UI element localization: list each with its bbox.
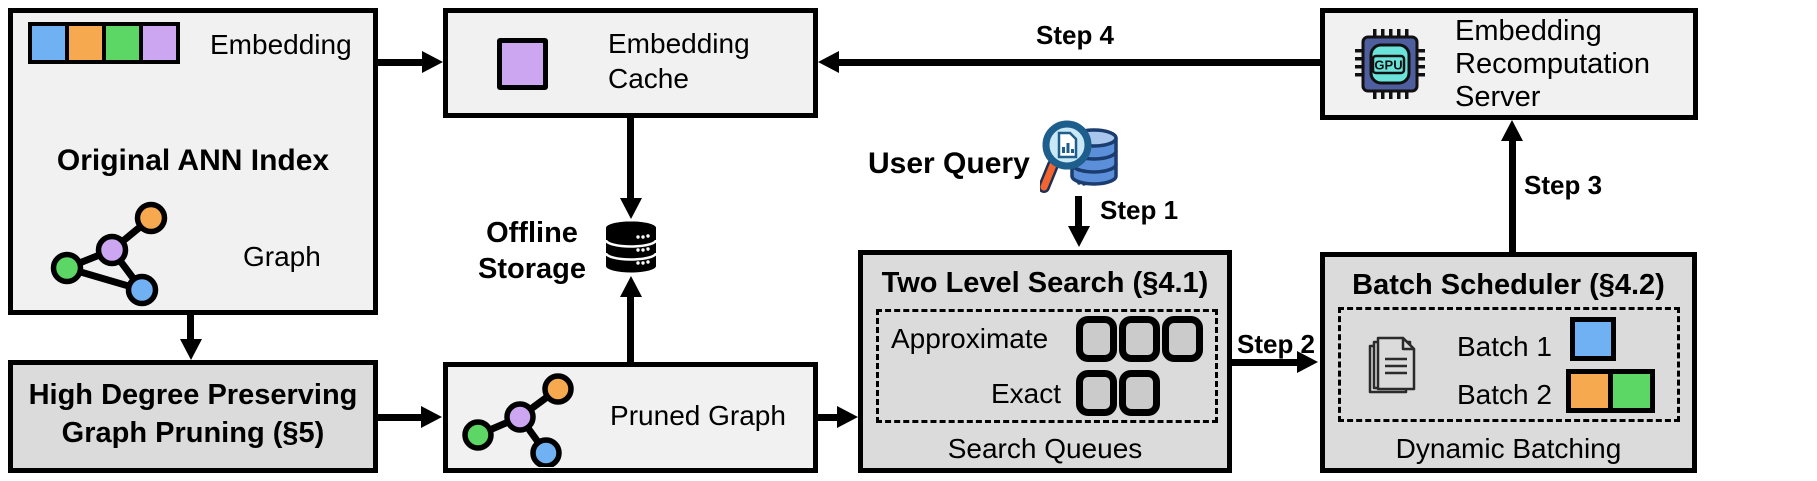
- dynamic-batching-panel: Batch 1 Batch 2: [1338, 307, 1680, 422]
- two-level-search-box: Two Level Search (§4.1) Approximate Exac…: [858, 250, 1232, 473]
- server-line1: Embedding: [1455, 15, 1602, 47]
- batch2-item-green: [1608, 369, 1655, 413]
- arrowhead-cache-to-storage: [620, 198, 642, 219]
- pruned-graph-icon: [462, 373, 574, 467]
- arrowhead-pruning-to-graph: [421, 406, 442, 428]
- original-ann-index-box: Embedding Original ANN Index Graph: [8, 8, 378, 315]
- embedding-vector-icon: [28, 22, 180, 64]
- server-line2: Recomputation: [1455, 48, 1651, 80]
- embedding-cache-line2: Cache: [608, 63, 689, 94]
- embedding-label: Embedding: [210, 29, 352, 60]
- database-icon: [604, 221, 658, 273]
- arrow-step3: [1509, 138, 1516, 252]
- step1-label: Step 1: [1100, 195, 1179, 225]
- queue-slot-icon: [1162, 316, 1203, 362]
- queue-slot-icon: [1076, 370, 1117, 416]
- arrowhead-index-to-pruning: [180, 339, 202, 360]
- ann-graph-icon: [50, 201, 168, 307]
- arrowhead-index-to-cache: [422, 51, 443, 73]
- exact-label: Exact: [991, 378, 1062, 409]
- batch2-item-orange: [1566, 369, 1613, 413]
- approximate-queues: [1076, 316, 1203, 362]
- recomputation-server-box: GPU Embedding Recomputation Server: [1320, 8, 1698, 120]
- approximate-label: Approximate: [891, 323, 1049, 354]
- arrowhead-step4: [818, 51, 839, 73]
- user-query-label: User Query: [868, 147, 1030, 180]
- embedding-cache-line1: Embedding: [608, 28, 750, 59]
- batch-scheduler-box: Batch Scheduler (§4.2) Batch 1 Ba: [1320, 252, 1697, 473]
- search-queues-panel: Approximate Exact: [876, 309, 1218, 423]
- arrowhead-step3: [1501, 120, 1523, 141]
- pruning-title-line1: High Degree Preserving: [28, 379, 358, 411]
- step4-label: Step 4: [1035, 20, 1115, 50]
- embedding-cell-orange: [65, 22, 106, 64]
- arrowhead-graph-to-search: [837, 406, 858, 428]
- batch-scheduler-title: Batch Scheduler (§4.2): [1352, 269, 1665, 301]
- server-line3: Server: [1455, 81, 1541, 113]
- arrowhead-graph-to-storage: [620, 276, 642, 297]
- documents-icon: [1368, 336, 1416, 394]
- offline-storage-line2: Storage: [478, 253, 586, 285]
- embedding-cell-blue: [28, 22, 69, 64]
- batch1-items: [1570, 317, 1616, 366]
- gpu-chip-icon: GPU: [1355, 29, 1425, 99]
- queue-slot-icon: [1076, 316, 1117, 362]
- arrow-step2: [1232, 359, 1300, 366]
- dynamic-batching-footer: Dynamic Batching: [1395, 433, 1622, 464]
- offline-storage-line1: Offline: [486, 217, 578, 249]
- arrow-pruning-to-graph: [378, 414, 424, 421]
- graph-pruning-box: High Degree Preserving Graph Pruning (§5…: [8, 360, 378, 473]
- graph-label: Graph: [243, 241, 321, 272]
- arrow-cache-to-storage: [627, 116, 634, 201]
- embedding-cell-purple: [139, 22, 180, 64]
- arrow-step1: [1075, 196, 1082, 228]
- cached-embedding-icon: [497, 38, 548, 90]
- arrow-graph-to-storage: [627, 294, 634, 362]
- exact-queues: [1076, 370, 1160, 416]
- embedding-cell-green: [102, 22, 143, 64]
- batch1-item-blue: [1570, 317, 1616, 361]
- pruned-graph-box: Pruned Graph: [443, 362, 818, 473]
- pruned-graph-label: Pruned Graph: [610, 400, 786, 431]
- arrow-index-to-pruning: [187, 313, 194, 342]
- arrowhead-step2: [1297, 351, 1318, 373]
- arrow-index-to-cache: [378, 59, 425, 66]
- search-queues-footer: Search Queues: [947, 433, 1143, 464]
- original-index-title: Original ANN Index: [56, 144, 330, 177]
- queue-slot-icon: [1119, 316, 1160, 362]
- arrow-step4: [837, 59, 1320, 66]
- embedding-cache-box: Embedding Cache: [443, 8, 818, 118]
- query-search-icon: [1040, 120, 1118, 193]
- pruning-title-line2: Graph Pruning (§5): [61, 417, 325, 449]
- batch2-items: [1566, 369, 1655, 418]
- step3-label: Step 3: [1524, 170, 1603, 200]
- queue-slot-icon: [1119, 370, 1160, 416]
- batch1-label: Batch 1: [1457, 331, 1552, 362]
- batch2-label: Batch 2: [1457, 379, 1552, 410]
- gpu-chip-label: GPU: [1374, 58, 1402, 73]
- two-level-search-title: Two Level Search (§4.1): [881, 267, 1209, 299]
- step2-label: Step 2: [1236, 329, 1316, 359]
- arrow-graph-to-search: [818, 414, 839, 421]
- arrowhead-step1: [1068, 226, 1090, 247]
